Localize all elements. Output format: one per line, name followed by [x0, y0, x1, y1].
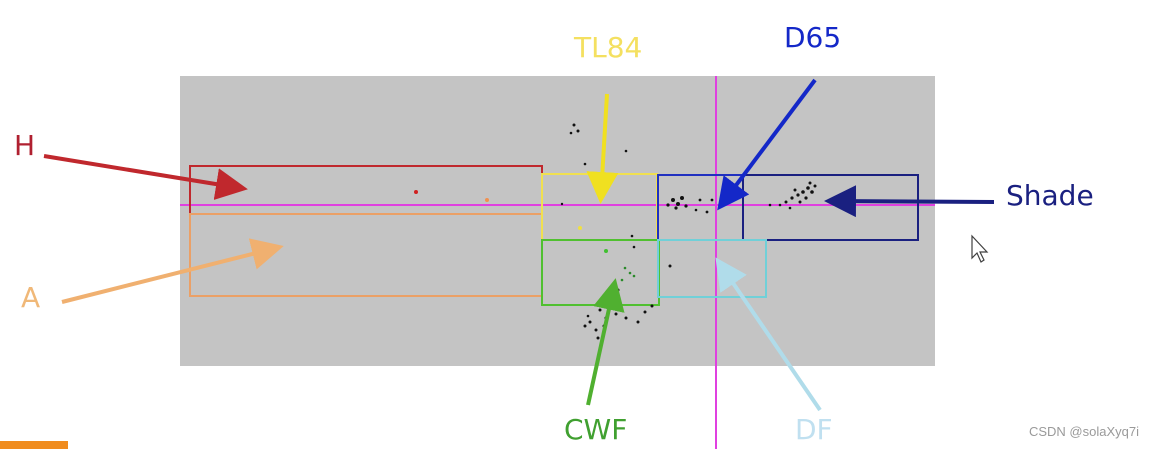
region-box-df: [657, 239, 767, 298]
label-cwf: CWF: [564, 413, 628, 446]
mouse-pointer-icon: [971, 234, 989, 263]
label-tl84: TL84: [574, 31, 643, 64]
bottom-strip: [0, 441, 68, 449]
arrow-a: [61, 238, 284, 304]
arrow-shade: [824, 185, 995, 218]
label-h: H: [14, 129, 36, 162]
arrow-tl84: [586, 93, 619, 204]
label-shade: Shade: [1006, 179, 1094, 212]
arrow-d65: [717, 78, 817, 211]
arrow-df: [715, 257, 822, 412]
plot-area: [180, 76, 935, 366]
label-d65: D65: [784, 21, 842, 54]
arrow-cwf: [586, 278, 625, 406]
watermark: CSDN @solaXyq7i: [1028, 424, 1139, 439]
label-a: A: [21, 281, 41, 314]
arrow-h: [43, 154, 248, 200]
label-df: DF: [795, 413, 833, 446]
